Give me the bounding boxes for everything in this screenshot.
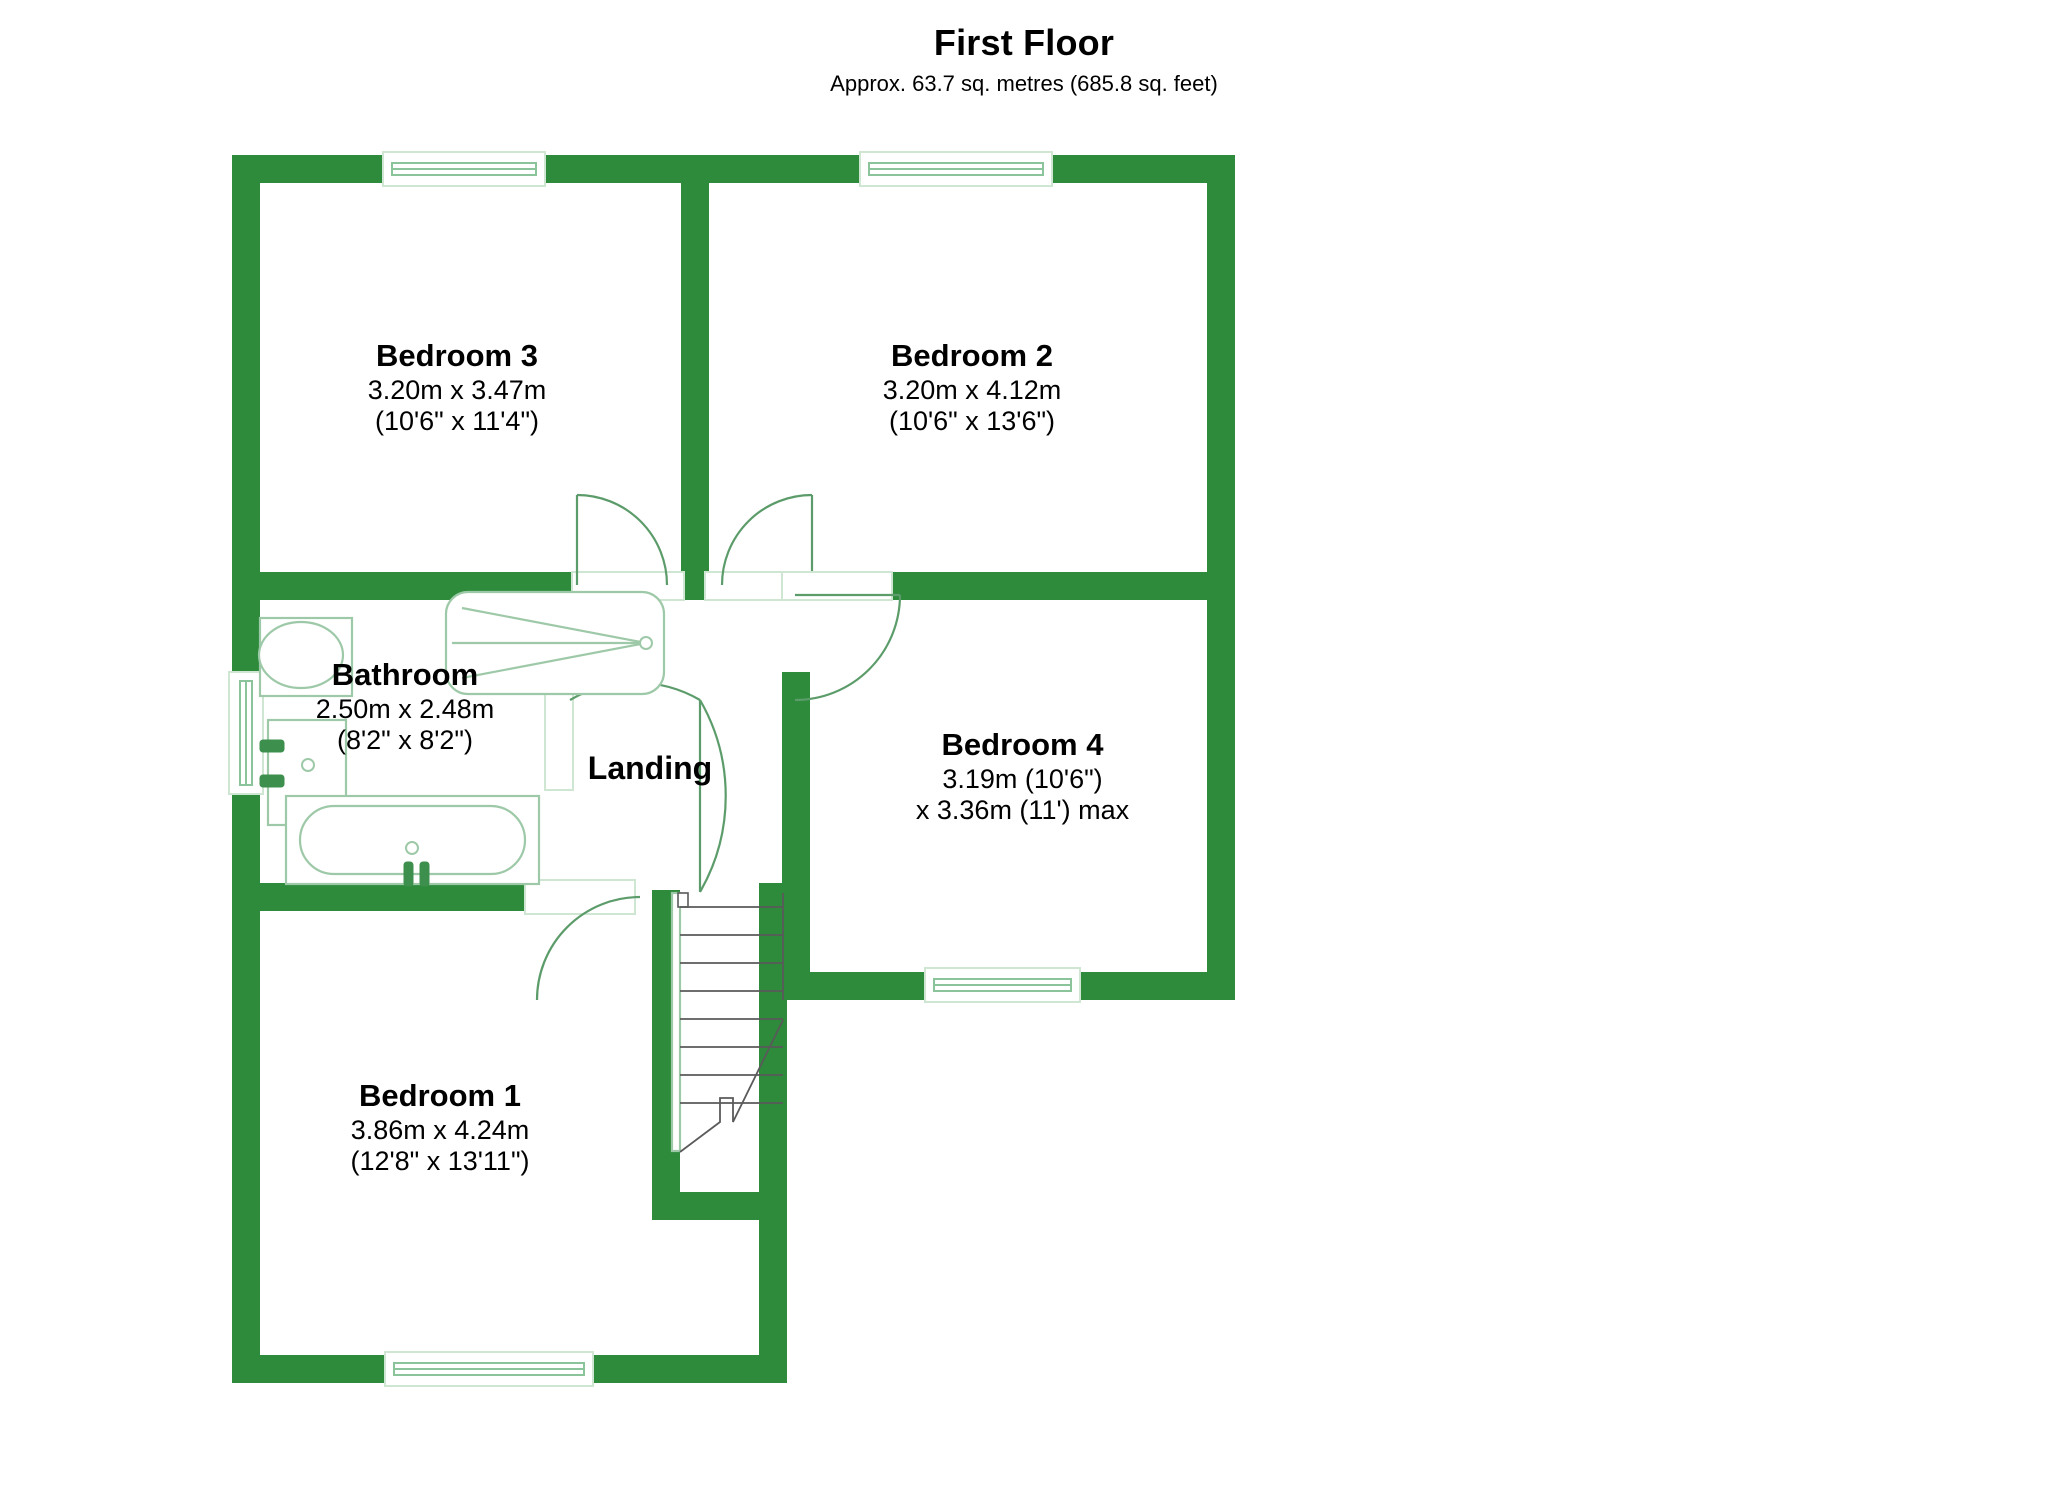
windows-group [228,151,1081,1387]
walls-group [232,155,1235,1383]
doors-group [524,493,902,1001]
door-bedroom-1 [524,879,641,1001]
window-bedroom-2-top [859,151,1053,187]
wall-bedroom1-top [232,883,542,911]
window-bedroom-1-bottom [384,1351,594,1387]
bath-tub-icon [284,794,541,887]
window-bedroom-4-bottom [924,967,1081,1003]
door-bedroom-3 [571,493,685,601]
wall-divider-bed3-bed2 [681,155,709,583]
toilet-icon [257,616,354,698]
door-bathroom [544,681,727,893]
wall-left-lower [232,883,260,1383]
wall-bathroom-left-upper [232,600,260,680]
wall-stair-enclosure-bottom [652,1192,787,1220]
door-bedroom-4 [781,571,902,702]
bathroom-fixtures-group [257,590,666,887]
staircase-icon [670,891,784,1153]
shower-tray-icon [444,590,666,696]
wall-left-upper [232,155,260,575]
window-bedroom-3-top [382,151,546,187]
window-bathroom-left [228,671,264,795]
